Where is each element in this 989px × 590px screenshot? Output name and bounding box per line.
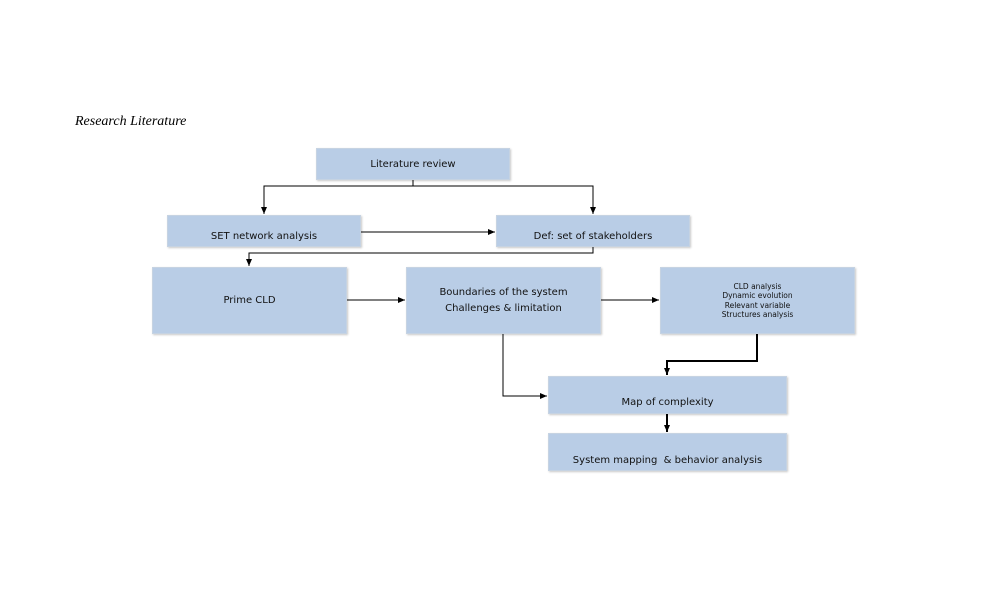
node-label-line-4: Structures analysis: [721, 310, 794, 319]
arrow-literature-to-set: [261, 180, 414, 214]
node-prime-cld: Prime CLD: [152, 267, 347, 334]
node-label: Def: set of stakeholders: [533, 231, 653, 242]
node-label: Literature review: [370, 158, 456, 170]
arrow-literature-to-def: [413, 185, 596, 214]
node-label: System mapping & behavior analysis: [572, 454, 763, 466]
figure-caption: Research Literature: [75, 114, 187, 129]
node-label: Map of complexity: [621, 396, 714, 408]
node-def-stakeholders: Def: set of stakeholders: [496, 215, 690, 247]
arrow-cld-to-map: [664, 334, 758, 375]
node-label: Prime CLD: [223, 295, 276, 306]
node-literature-review: Literature review: [316, 148, 510, 180]
arrow-def-to-prime: [246, 247, 594, 266]
node-set-network-analysis: SET network analysis: [167, 215, 361, 247]
node-boundaries: Boundaries of the system Challenges & li…: [406, 267, 601, 334]
node-label-line-3: Relevant variable: [724, 300, 791, 310]
node-map-of-complexity: Map of complexity: [548, 376, 787, 414]
node-label-line-2: Dynamic evolution: [722, 291, 793, 300]
node-label-line-1: CLD analysis: [733, 281, 782, 291]
arrow-boundaries-to-map: [502, 334, 547, 399]
node-label: SET network analysis: [210, 231, 318, 242]
node-cld-analysis: CLD analysis Dynamic evolution Relevant …: [660, 267, 855, 334]
node-label-line-2: Challenges & limitation: [445, 302, 562, 314]
node-system-mapping: System mapping & behavior analysis: [548, 433, 787, 471]
node-label-line-1: Boundaries of the system: [439, 286, 568, 298]
